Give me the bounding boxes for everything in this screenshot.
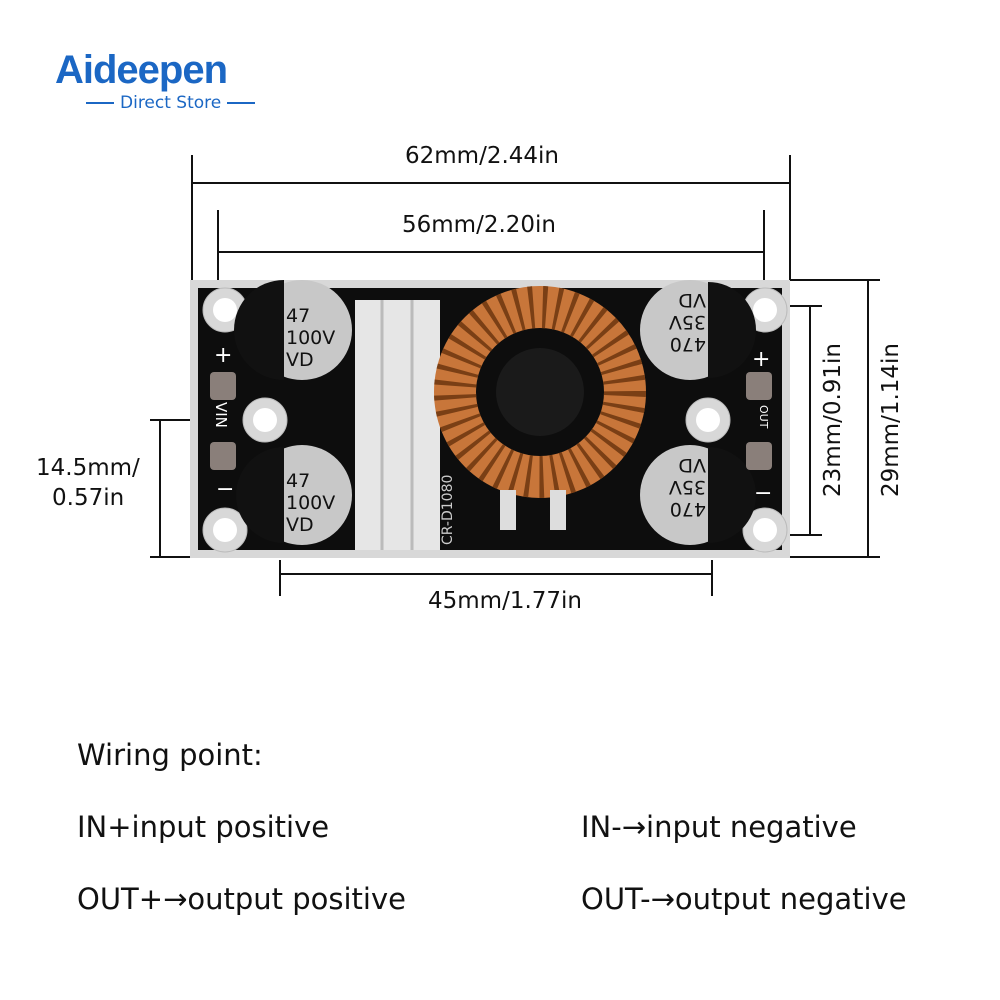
brand-name: Aideepen: [55, 48, 228, 92]
capacitors: [234, 280, 756, 545]
dim-total-length: 62mm/2.44in: [405, 143, 560, 169]
cap-label: 35V: [669, 311, 706, 333]
dim-bottom-length: 45mm/1.77in: [428, 588, 583, 614]
cap-label: 47: [286, 305, 310, 327]
cap-label: VD: [678, 454, 706, 476]
dim-left-height-2: 0.57in: [52, 485, 125, 511]
cap-label: 470: [670, 498, 706, 520]
solder-pads: [210, 372, 772, 470]
dim-hole-length: 56mm/2.20in: [402, 212, 557, 238]
brand-tagline: Direct Store: [80, 93, 261, 113]
vin-label: VIN: [212, 402, 230, 428]
cap-label: VD: [678, 289, 706, 311]
vin-plus: +: [214, 343, 232, 368]
cap-label: 100V: [286, 327, 335, 349]
wiring-out-minus: OUT-→output negative: [581, 882, 907, 916]
cap-label: VD: [286, 349, 314, 371]
wiring-title: Wiring point:: [77, 738, 263, 772]
wiring-in-plus: IN+input positive: [77, 810, 330, 844]
dim-hole-width: 23mm/0.91in: [820, 343, 846, 497]
cap-label: 47: [286, 470, 310, 492]
wiring-out-plus: OUT+→output positive: [77, 882, 406, 916]
cap-label: 100V: [286, 492, 335, 514]
pcb-board: [190, 280, 790, 558]
brand-logo: Aideepen: [55, 48, 228, 93]
dimension-lines: [150, 155, 880, 596]
cap-label: 35V: [669, 476, 706, 498]
capacitor-labels: 47 100V VD 47 100V VD 470 35V VD 470 35V…: [286, 289, 706, 536]
out-plus: +: [752, 347, 770, 372]
dim-left-height-1: 14.5mm/: [36, 455, 140, 481]
cap-label: 470: [670, 333, 706, 355]
cap-label: VD: [286, 514, 314, 536]
wiring-in-minus: IN-→input negative: [581, 810, 857, 844]
out-label: OUT: [757, 405, 770, 429]
board-model-label: CR-D1080: [440, 475, 456, 545]
dim-total-width: 29mm/1.14in: [878, 343, 904, 497]
heatsink: [355, 300, 440, 550]
vin-minus: −: [216, 477, 234, 502]
out-minus: −: [754, 481, 772, 506]
toroid-inductor: [434, 286, 646, 530]
